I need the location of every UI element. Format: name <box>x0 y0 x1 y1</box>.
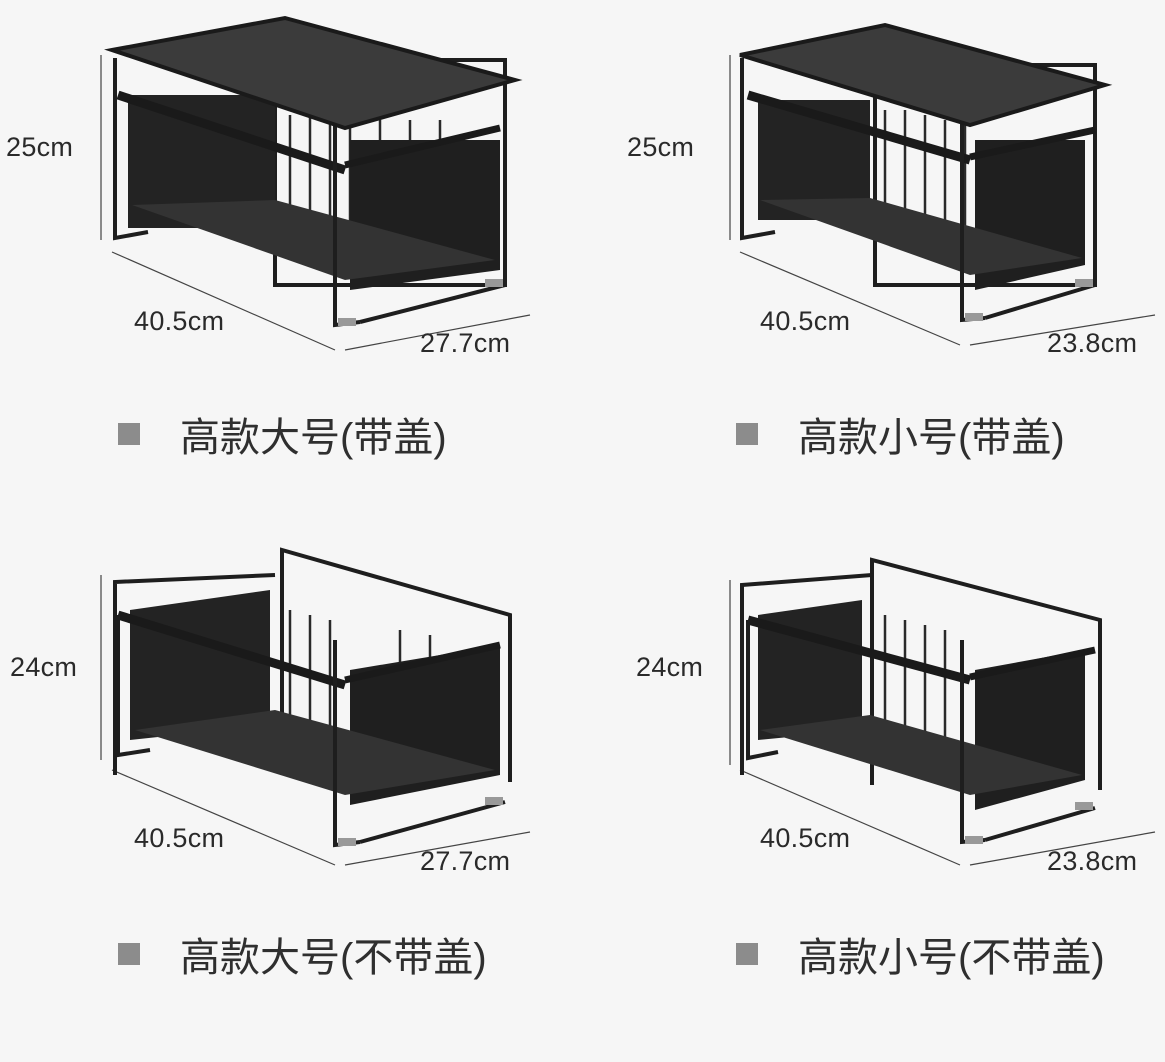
height-dimension: 24cm <box>636 652 704 682</box>
product-card-large-lid: 25cm 40.5cm 27.7cm 高款大号(带盖) <box>0 0 582 531</box>
length-dimension: 40.5cm <box>760 306 851 336</box>
product-caption: 高款小号(带盖) <box>736 405 1065 463</box>
height-dimension: 25cm <box>627 132 695 162</box>
product-caption-text: 高款小号(不带盖) <box>798 936 1105 980</box>
product-card-large-no-lid: 24cm 40.5cm 27.7cm 高款大号(不带盖) <box>0 520 582 1051</box>
product-caption: 高款小号(不带盖) <box>736 925 1105 983</box>
cabinet-organizer-large-lid-image <box>100 15 531 351</box>
length-dimension: 40.5cm <box>134 306 225 336</box>
square-bullet-icon <box>736 423 758 445</box>
depth-dimension: 23.8cm <box>1047 846 1138 876</box>
cabinet-organizer-small-no-lid-image <box>729 557 1156 866</box>
length-dimension: 40.5cm <box>134 823 225 853</box>
height-dimension: 24cm <box>10 652 78 682</box>
product-caption-text: 高款小号(带盖) <box>798 416 1065 460</box>
square-bullet-icon <box>118 943 140 965</box>
square-bullet-icon <box>118 423 140 445</box>
length-dimension: 40.5cm <box>760 823 851 853</box>
square-bullet-icon <box>736 943 758 965</box>
product-caption-text: 高款大号(不带盖) <box>180 936 487 980</box>
product-card-small-lid: 25cm 40.5cm 23.8cm 高款小号(带盖) <box>600 0 1165 531</box>
cabinet-organizer-large-no-lid-image <box>100 547 531 866</box>
product-caption-text: 高款大号(带盖) <box>180 416 447 460</box>
product-caption: 高款大号(带盖) <box>118 405 447 463</box>
depth-dimension: 23.8cm <box>1047 328 1138 358</box>
cabinet-organizer-small-lid-image <box>729 22 1156 346</box>
depth-dimension: 27.7cm <box>420 328 511 358</box>
depth-dimension: 27.7cm <box>420 846 511 876</box>
product-card-small-no-lid: 24cm 40.5cm 23.8cm 高款小号(不带盖) <box>600 520 1165 1051</box>
product-caption: 高款大号(不带盖) <box>118 925 487 983</box>
height-dimension: 25cm <box>6 132 74 162</box>
